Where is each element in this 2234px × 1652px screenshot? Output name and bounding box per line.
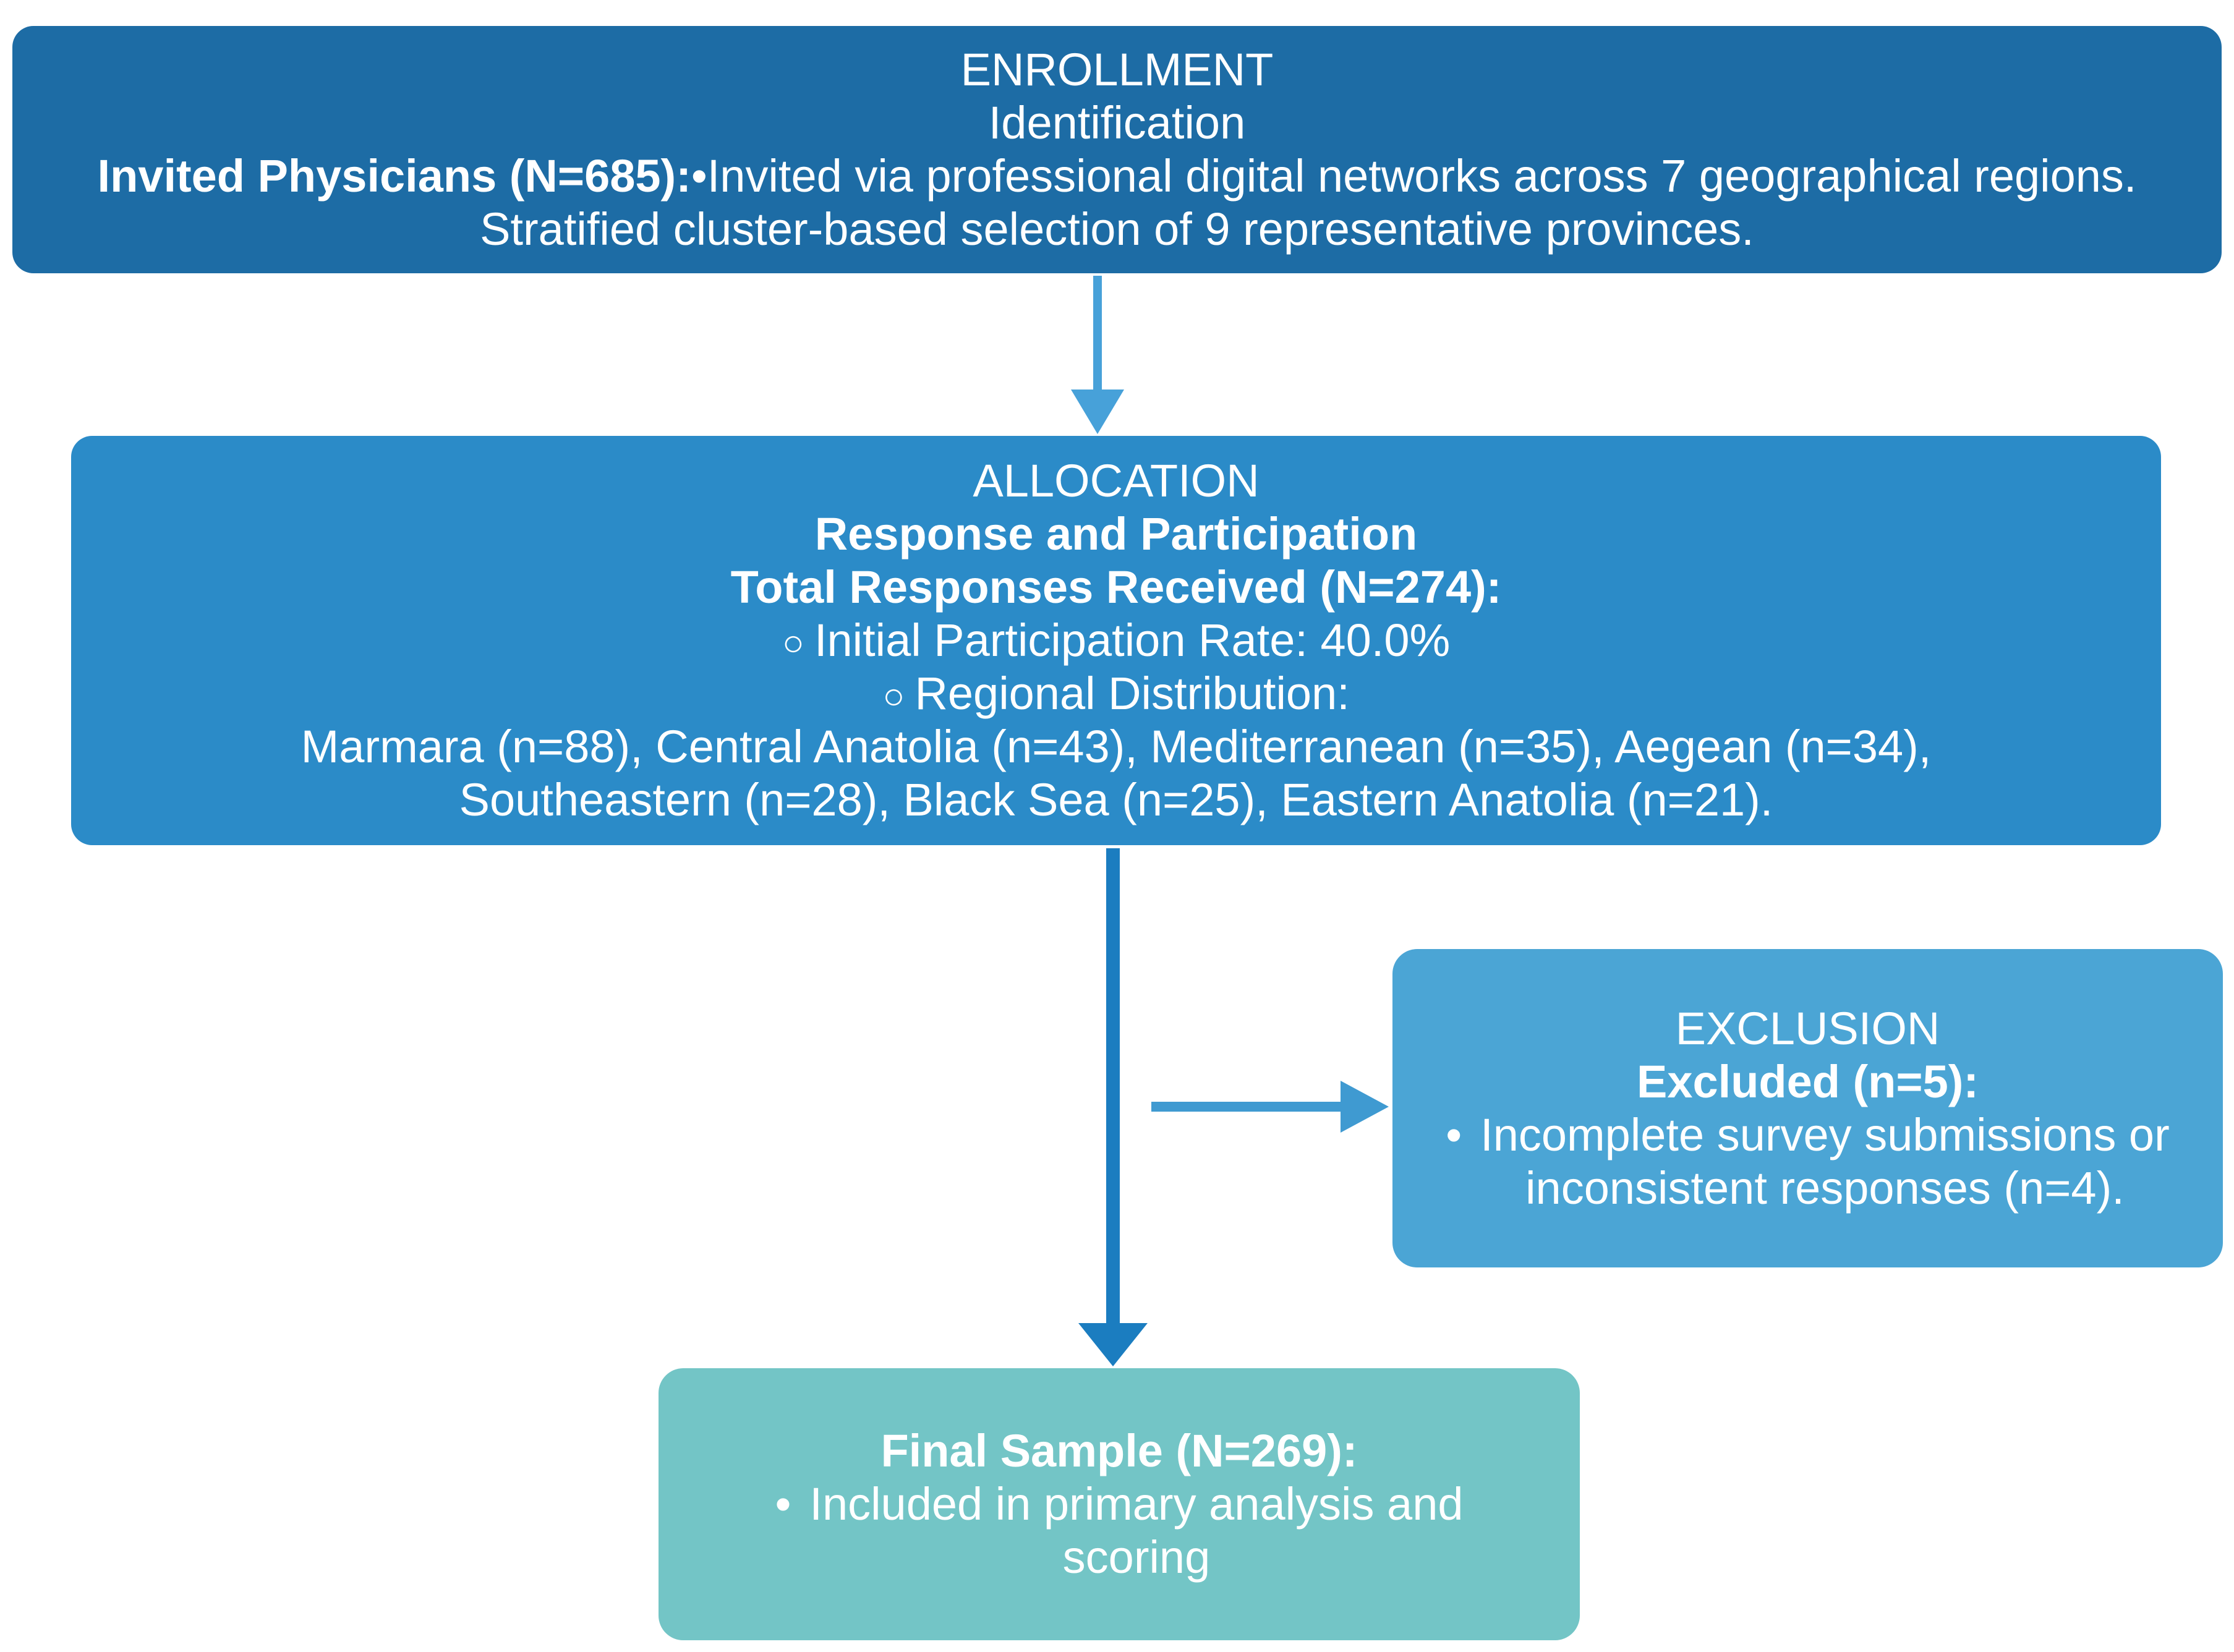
final-sample-heading: Final Sample (N=269): <box>880 1425 1358 1476</box>
exclusion-item-line-2: inconsistent responses (n=4). <box>1525 1162 2125 1214</box>
allocation-regional-item: ○Regional Distribution: <box>882 667 1350 720</box>
allocation-regions-line-2: Southeastern (n=28), Black Sea (n=25), E… <box>459 774 1773 825</box>
allocation-box: ALLOCATION Response and Participation To… <box>71 436 2161 845</box>
arrow-down-2-head-icon <box>1078 1323 1148 1366</box>
exclusion-item: • Incomplete survey submissions or incon… <box>1446 1109 2169 1215</box>
enrollment-subheading: Identification <box>988 97 1246 148</box>
arrow-down-1-shaft-icon <box>1093 276 1102 390</box>
allocation-rate-text: Initial Participation Rate: 40.0% <box>814 615 1451 666</box>
allocation-regions-line-1: Marmara (n=88), Central Anatolia (n=43),… <box>301 721 1932 772</box>
enrollment-box: ENROLLMENT Identification Invited Physic… <box>12 26 2222 273</box>
arrow-right-branch-shaft-icon <box>1151 1102 1341 1112</box>
final-sample-box: Final Sample (N=269): • Included in prim… <box>659 1368 1580 1640</box>
bullet-dot-icon: • <box>1446 1109 1462 1160</box>
enrollment-invited-line: Invited Physicians (N=685):•Invited via … <box>98 150 2137 203</box>
ring-bullet-icon: ○ <box>882 675 905 717</box>
allocation-subheading: Response and Participation <box>814 508 1418 560</box>
exclusion-item-text: Incomplete survey submissions or inconsi… <box>1480 1109 2170 1215</box>
bullet-dot-icon: • <box>775 1478 791 1530</box>
enrollment-invited-rest: •Invited via professional digital networ… <box>691 150 2137 202</box>
enrollment-stratified-line: Stratified cluster-based selection of 9 … <box>480 203 1754 255</box>
enrollment-invited-bold: Invited Physicians (N=685): <box>97 150 691 202</box>
final-sample-item-line-1: Included in primary analysis and <box>809 1478 1464 1530</box>
allocation-rate-item: ○Initial Participation Rate: 40.0% <box>782 614 1451 667</box>
arrow-down-1-head-icon <box>1071 390 1124 434</box>
enrollment-heading: ENROLLMENT <box>960 44 1274 95</box>
arrow-right-branch-head-icon <box>1341 1081 1389 1133</box>
exclusion-item-line-1: Incomplete survey submissions or <box>1480 1109 2170 1160</box>
exclusion-box: EXCLUSION Excluded (n=5): • Incomplete s… <box>1392 949 2223 1267</box>
ring-bullet-icon: ○ <box>782 622 804 663</box>
final-sample-item-text: Included in primary analysis and scoring <box>809 1478 1463 1584</box>
final-sample-item: • Included in primary analysis and scori… <box>775 1478 1463 1584</box>
exclusion-heading: EXCLUSION <box>1675 1002 1940 1054</box>
arrow-down-2-shaft-icon <box>1106 848 1120 1323</box>
allocation-heading: ALLOCATION <box>973 455 1260 506</box>
allocation-total-line: Total Responses Received (N=274): <box>730 561 1502 613</box>
final-sample-item-line-2: scoring <box>1062 1531 1211 1583</box>
allocation-regional-text: Regional Distribution: <box>914 668 1350 719</box>
exclusion-subheading: Excluded (n=5): <box>1636 1055 1979 1107</box>
